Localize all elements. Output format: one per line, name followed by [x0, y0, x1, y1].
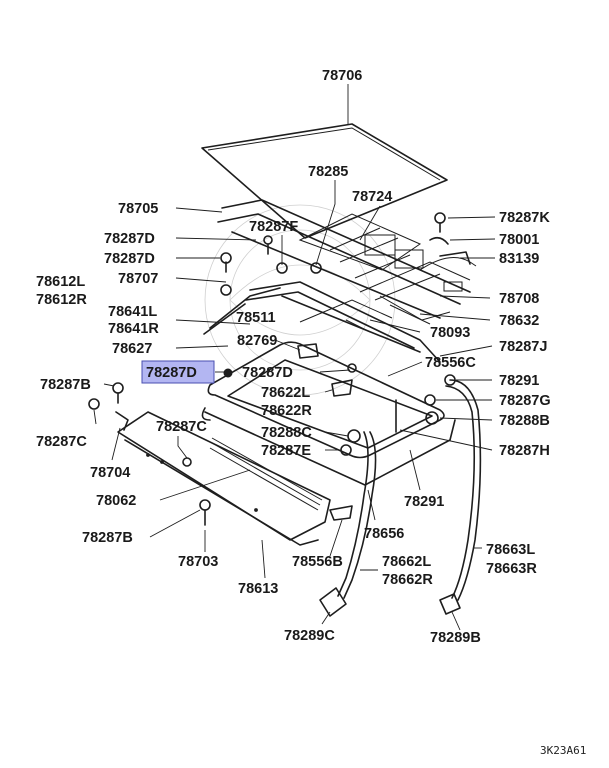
part-label-78287B-b[interactable]: 78287B [82, 530, 133, 546]
part-label-83139[interactable]: 83139 [499, 251, 539, 267]
part-label-78093[interactable]: 78093 [430, 325, 470, 341]
part-label-78641L[interactable]: 78641L [108, 304, 157, 320]
part-label-78556C[interactable]: 78556C [425, 355, 476, 371]
seal-and-guides-drawing [203, 281, 441, 363]
part-label-78708[interactable]: 78708 [499, 291, 539, 307]
part-label-78287D-selected[interactable]: 78287D [146, 365, 197, 381]
part-label-78641R[interactable]: 78641R [108, 321, 159, 337]
part-label-78627[interactable]: 78627 [112, 341, 152, 357]
part-label-78287K[interactable]: 78287K [499, 210, 550, 226]
part-label-78062[interactable]: 78062 [96, 493, 136, 509]
fasteners-drawing [88, 212, 456, 526]
part-label-78291-b[interactable]: 78291 [404, 494, 444, 510]
part-label-78632[interactable]: 78632 [499, 313, 539, 329]
part-label-78622L[interactable]: 78622L [261, 385, 310, 401]
part-label-78287G[interactable]: 78287G [499, 393, 551, 409]
part-label-78612R[interactable]: 78612R [36, 292, 87, 308]
glass-panel-drawing [201, 123, 448, 239]
part-label-78656[interactable]: 78656 [364, 526, 404, 542]
part-label-78287J[interactable]: 78287J [499, 339, 547, 355]
part-label-78663L[interactable]: 78663L [486, 542, 535, 558]
part-label-78703[interactable]: 78703 [178, 554, 218, 570]
part-label-78287D-a[interactable]: 78287D [104, 231, 155, 247]
part-label-78707[interactable]: 78707 [118, 271, 158, 287]
part-label-78287C-b[interactable]: 78287C [156, 419, 207, 435]
part-label-78556B[interactable]: 78556B [292, 554, 343, 570]
part-label-78287C-a[interactable]: 78287C [36, 434, 87, 450]
opening-frame-drawing [201, 341, 456, 486]
part-label-78705[interactable]: 78705 [118, 201, 158, 217]
part-label-78001[interactable]: 78001 [499, 232, 539, 248]
part-label-78622R[interactable]: 78622R [261, 403, 312, 419]
part-label-78288B[interactable]: 78288B [499, 413, 550, 429]
frame-rails-drawing [217, 199, 477, 325]
part-label-78662R[interactable]: 78662R [382, 572, 433, 588]
part-label-78287D-c[interactable]: 78287D [242, 365, 293, 381]
part-label-78287F[interactable]: 78287F [249, 219, 298, 235]
part-label-78706[interactable]: 78706 [322, 68, 362, 84]
part-label-82769[interactable]: 82769 [237, 333, 277, 349]
part-label-78289C[interactable]: 78289C [284, 628, 335, 644]
part-number-labels: 78706 78285 78724 78705 78287K 78287D 78… [36, 68, 551, 646]
part-label-78662L[interactable]: 78662L [382, 554, 431, 570]
part-label-78287D-b[interactable]: 78287D [104, 251, 155, 267]
part-label-78663R[interactable]: 78663R [486, 561, 537, 577]
part-label-78612L[interactable]: 78612L [36, 274, 85, 290]
part-label-78289B[interactable]: 78289B [430, 630, 481, 646]
part-label-78613[interactable]: 78613 [238, 581, 278, 597]
part-label-78287H[interactable]: 78287H [499, 443, 550, 459]
part-label-78291-a[interactable]: 78291 [499, 373, 539, 389]
part-label-78724[interactable]: 78724 [352, 189, 392, 205]
part-label-78288C[interactable]: 78288C [261, 425, 312, 441]
lower-trim-drawing [117, 411, 331, 546]
part-label-78511[interactable]: 78511 [236, 310, 276, 326]
part-label-78287E[interactable]: 78287E [261, 443, 311, 459]
part-label-78704[interactable]: 78704 [90, 465, 130, 481]
drain-hoses-drawing [319, 379, 482, 617]
leader-lines [93, 84, 496, 631]
diagram-code: 3K23A61 [540, 744, 586, 757]
selected-part-highlight [141, 360, 215, 384]
part-label-78285[interactable]: 78285 [308, 164, 348, 180]
part-label-78287B-a[interactable]: 78287B [40, 377, 91, 393]
